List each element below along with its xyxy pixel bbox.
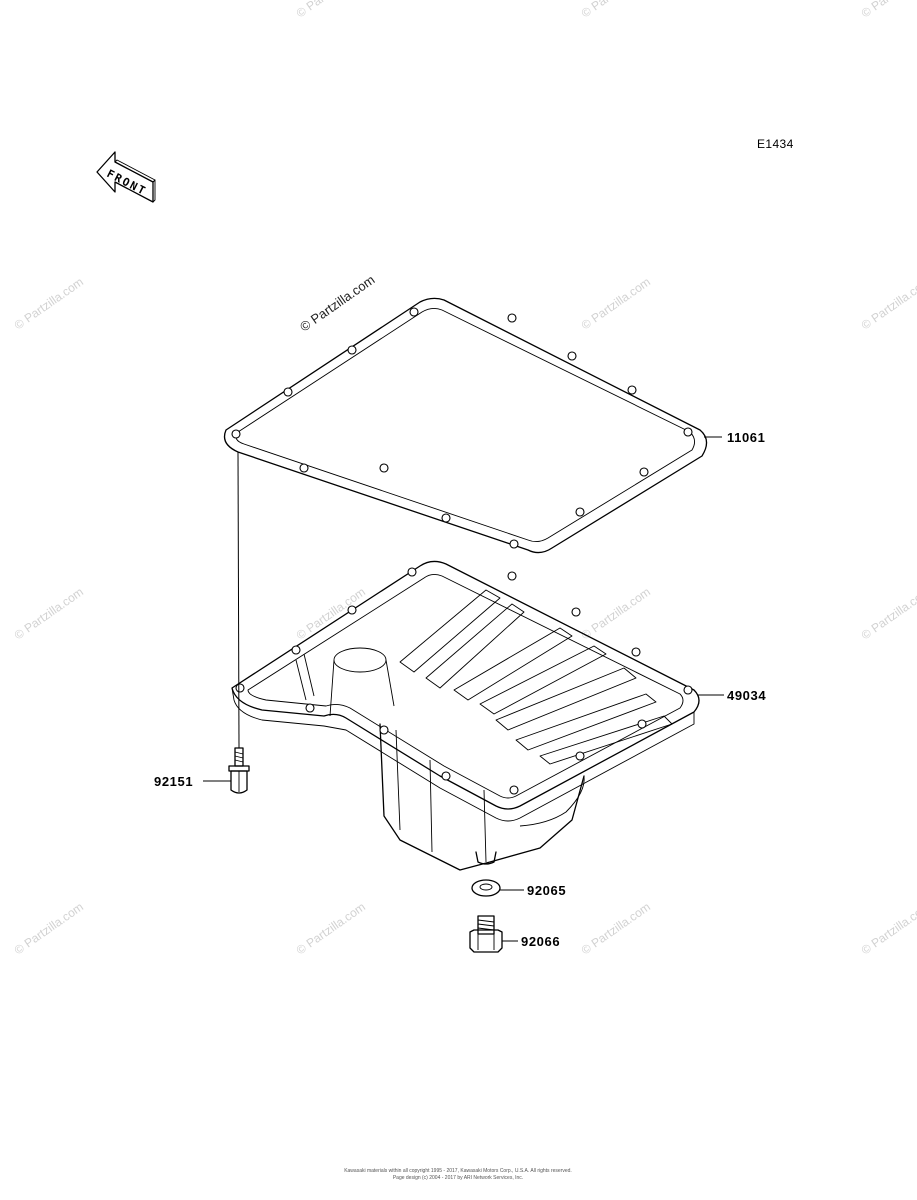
diagram-code: E1434	[757, 137, 794, 151]
drain-washer[interactable]	[471, 879, 501, 897]
watermark: © Partzilla.com	[579, 275, 653, 333]
watermark: © Partzilla.com	[579, 900, 653, 958]
part-number-92151[interactable]: 92151	[154, 774, 193, 789]
watermark: © Partzilla.com	[859, 585, 917, 643]
part-number-49034[interactable]: 49034	[727, 688, 766, 703]
part-number-92066[interactable]: 92066	[521, 934, 560, 949]
copyright-footer-secondary: Page design (c) 2004 - 2017 by ARI Netwo…	[393, 1175, 523, 1181]
front-label: FRONT	[105, 167, 149, 198]
flange-bolt[interactable]	[228, 747, 250, 794]
oil-pan[interactable]	[231, 560, 700, 871]
watermark: © Partzilla.com	[294, 0, 368, 20]
bolt-guide-line	[237, 451, 240, 749]
watermark: © Partzilla.com	[859, 0, 917, 20]
watermark: © Partzilla.com	[859, 900, 917, 958]
leader-lines	[203, 436, 724, 942]
oil-pickup-tube	[295, 647, 395, 717]
copyright-footer: Kawasaki materials within all copyright …	[344, 1168, 572, 1174]
oil-pan-bolt-holes	[235, 567, 693, 795]
watermark: © Partzilla.com	[12, 900, 86, 958]
watermark-main: © Partzilla.com	[297, 272, 377, 335]
watermark: © Partzilla.com	[294, 585, 368, 643]
watermark: © Partzilla.com	[859, 275, 917, 333]
part-number-11061[interactable]: 11061	[727, 430, 765, 445]
part-number-92065[interactable]: 92065	[527, 883, 566, 898]
watermark: © Partzilla.com	[294, 900, 368, 958]
front-arrow-icon: FRONT	[96, 151, 156, 203]
watermark: © Partzilla.com	[579, 0, 653, 20]
watermark: © Partzilla.com	[12, 585, 86, 643]
oil-pan-gasket[interactable]	[223, 297, 708, 554]
gasket-bolt-holes	[231, 307, 693, 549]
watermark: © Partzilla.com	[12, 275, 86, 333]
oil-pan-ribs	[399, 589, 673, 765]
drain-plug[interactable]	[469, 915, 503, 953]
watermark: © Partzilla.com	[579, 585, 653, 643]
